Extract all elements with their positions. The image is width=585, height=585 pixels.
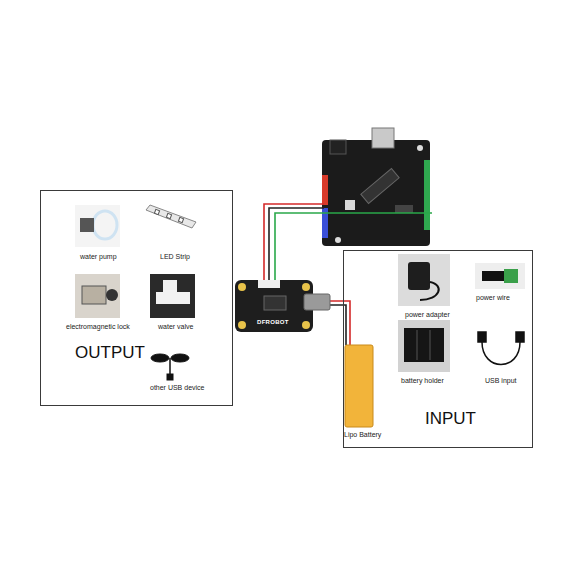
battery-wires <box>330 301 350 345</box>
part-label: Lipo Battery <box>344 431 381 439</box>
power-wire-photo <box>475 263 525 289</box>
valve-photo <box>150 274 195 318</box>
part-label: battery holder <box>401 377 444 385</box>
part-label: LED Strip <box>160 253 190 261</box>
water-pump-photo <box>75 205 120 247</box>
group-title: INPUT <box>425 409 476 429</box>
battery-holder-photo <box>398 320 450 372</box>
part-label: USB input <box>485 377 517 385</box>
part-label: water pump <box>80 253 117 261</box>
arduino-board <box>322 128 430 246</box>
usb-fan-icon <box>151 354 189 380</box>
lipo-battery <box>345 345 373 427</box>
part-label: other USB device <box>150 384 204 392</box>
lock-photo <box>75 274 120 318</box>
part-label: power adapter <box>405 311 450 319</box>
brand-label: DFROBOT <box>257 319 289 326</box>
group-box: OUTPUT <box>40 190 233 406</box>
switch-module <box>235 280 330 332</box>
led-strip-photo <box>146 205 196 228</box>
part-label: power wire <box>476 294 510 302</box>
usb-input-icon <box>478 332 524 365</box>
adapter-photo <box>398 254 450 306</box>
part-label: electromagnetic lock <box>66 323 130 331</box>
group-title: OUTPUT <box>75 343 145 363</box>
group-box: INPUT <box>343 250 533 448</box>
part-label: water valve <box>158 323 193 331</box>
